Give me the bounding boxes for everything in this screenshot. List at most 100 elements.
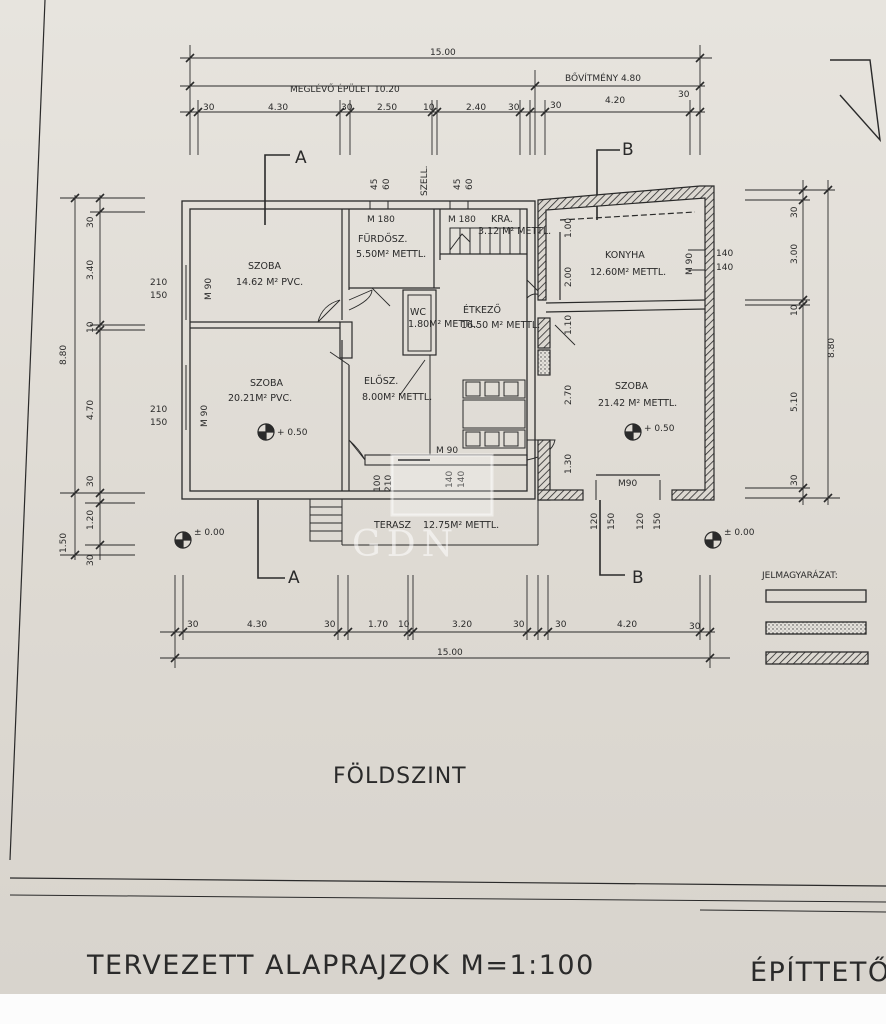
door-140-b: 140 [457,471,467,488]
dim-bottom-3: 1.70 [368,620,388,630]
kdim-200: 2.00 [564,267,574,287]
room-konyha-name: KONYHA [605,250,645,261]
floor-name: FÖLDSZINT [333,763,467,789]
legend-existing-wall [765,589,867,603]
door-m90-c: M 90 [200,405,210,427]
dim-left-5: 1.20 [86,510,96,530]
door-m90-e: M 90 [685,253,695,275]
window-150-d: 150 [653,513,663,530]
room-etkezo-name: ÉTKEZŐ [463,304,501,316]
dim-right-total: 8.80 [827,338,837,358]
dim-top-4: 10 [423,103,435,113]
dim-bottom-1: 4.30 [247,620,267,630]
bottom-strip [0,994,886,1024]
section-a-top: A [295,148,307,168]
room-wc-area: 1.80M² METTL. [408,319,478,330]
dim-right-2: 10 [790,304,800,316]
vent-label: SZELL. [420,166,430,196]
kdim-110: 1.10 [564,315,574,335]
level-outside-left: ± 0.00 [194,528,225,538]
dim-bottom-0: 30 [187,620,199,630]
dim-bottom-7: 30 [555,620,567,630]
sheet-title: TERVEZETT ALAPRAJZOK M=1:100 [86,950,595,981]
window-60-a: 60 [382,178,392,190]
dim-existing: MEGLÉVŐ ÉPÜLET 10.20 [290,83,400,95]
room-furdo-name: FÜRDŐSZ. [358,234,407,245]
room-szoba-2-name: SZOBA [250,378,284,389]
room-szoba-3-area: 21.42 M² METTL. [598,398,677,409]
door-m90-b: M90 [618,479,637,489]
kdim-100: 1.00 [564,218,574,238]
dim-overall-bottom: 15.00 [437,648,463,658]
room-kamra-area: 3.12 M² METTL. [478,226,551,237]
windows [185,201,706,500]
dim-bottom-9: 30 [689,622,701,632]
kdim-130: 1.30 [564,454,574,474]
room-szoba-2-area: 20.21M² PVC. [228,393,292,404]
blueprint-paper [0,0,886,994]
window-120-a: 120 [590,513,600,530]
dim-right-0: 30 [790,206,800,218]
window-60-b: 60 [465,178,475,190]
room-eloszoba-area: 8.00M² METTL. [362,392,432,403]
top-dimensions [180,45,712,155]
room-szoba-3-name: SZOBA [615,381,649,392]
dim-left-1: 3.40 [86,260,96,280]
room-szoba-1-name: SZOBA [248,261,282,272]
room-szoba-1-area: 14.62 M² PVC. [236,277,303,288]
left-dimensions [60,193,145,560]
door-m180-b: M 180 [448,215,476,225]
window-140-b: 140 [716,263,733,273]
dim-left-0: 30 [86,216,96,228]
legend-filled-wall [765,621,867,635]
door-m180-a: M 180 [367,215,395,225]
watermark-logo [390,453,494,517]
dim-right-3: 5.10 [790,392,800,412]
room-kamra-name: KRA. [491,214,513,225]
dim-bottom-4: 10 [398,620,410,630]
window-45-b: 45 [453,179,463,190]
dim-top-7: 30 [550,101,562,111]
level-szoba-3: + 0.50 [644,424,675,434]
window-120-b: 120 [636,513,646,530]
terrace [341,499,539,546]
dim-bottom-2: 30 [324,620,336,630]
window-210-b: 210 [150,405,167,415]
window-150-c: 150 [607,513,617,530]
level-szoba-2: + 0.50 [277,428,308,438]
door-m90-a: M 90 [204,278,214,300]
dim-left-2: 10 [86,321,96,333]
window-45-a: 45 [370,179,380,190]
room-konyha-area: 12.60M² METTL. [590,267,666,278]
room-etkezo-area: 16.50 M² METTL. [461,320,540,331]
room-furdo-area: 5.50M² METTL. [356,249,426,260]
dim-top-8: 4.20 [605,96,625,106]
dim-top-6: 30 [508,103,520,113]
dim-top-9: 30 [678,90,690,100]
section-b-top: B [622,140,634,160]
window-150-a: 150 [150,291,167,301]
dim-top-0: 30 [203,103,215,113]
dim-top-3: 2.50 [377,103,397,113]
sheet-frame [9,0,886,913]
legend-new-wall [765,651,869,665]
dim-right-1: 3.00 [790,244,800,264]
door-140-a: 140 [445,471,455,488]
dim-top-2: 30 [341,103,353,113]
kitchen-units [462,379,526,449]
dim-top-1: 4.30 [268,103,288,113]
window-140-a: 140 [716,249,733,259]
section-a-bottom: A [288,568,300,588]
sheet-side-label: ÉPÍTTETŐ [750,956,886,988]
dim-bottom-6: 30 [513,620,525,630]
level-markers [174,423,722,549]
dim-left-3: 4.70 [86,400,96,420]
room-terasz-name: TERASZ [373,520,412,531]
walls-extension [537,185,715,501]
dim-left-6: 1.50 [59,533,69,553]
dim-left-total: 8.80 [59,345,69,365]
level-outside-right: ± 0.00 [724,528,755,538]
window-150-b: 150 [150,418,167,428]
kdim-270: 2.70 [564,385,574,405]
